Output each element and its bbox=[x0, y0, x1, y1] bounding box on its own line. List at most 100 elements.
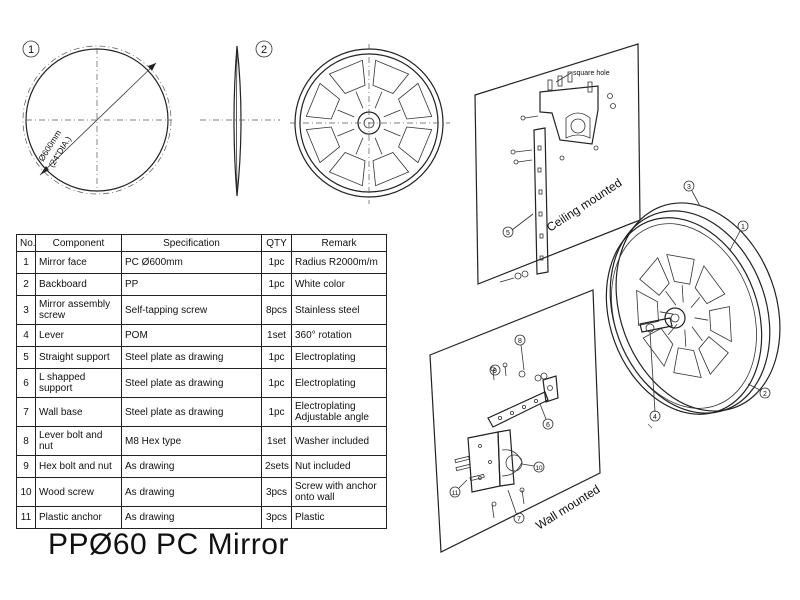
backboard-rib bbox=[690, 296, 701, 309]
callout-1: 1 bbox=[741, 224, 745, 231]
cell-qty: 8pcs bbox=[261, 295, 292, 325]
ceiling-mount-panel: Ceiling mounted square hole 5 bbox=[474, 43, 641, 285]
cell-component: Lever bolt and nut bbox=[35, 426, 122, 456]
backboard-slot bbox=[305, 126, 340, 164]
cell-remark: Screw with anchor onto wall bbox=[291, 477, 387, 507]
backboard-slot bbox=[666, 253, 695, 285]
backboard-rib bbox=[667, 323, 678, 336]
cell-qty: 1set bbox=[261, 324, 292, 347]
cell-specification: PP bbox=[121, 273, 262, 296]
cell-specification: Steel plate as drawing bbox=[121, 346, 262, 369]
cell-qty: 1pc bbox=[261, 368, 292, 398]
cell-component: Mirror face bbox=[35, 251, 122, 274]
header-qty: QTY bbox=[261, 234, 292, 252]
backboard-rib bbox=[383, 109, 401, 118]
parts-table: No. Component Specification QTY Remark 1… bbox=[16, 234, 387, 529]
cell-specification: Steel plate as drawing bbox=[121, 397, 262, 427]
cell-component: L shapped support bbox=[35, 368, 122, 398]
cell-remark: Electroplating bbox=[291, 368, 387, 398]
page-title: PPØ60 PC Mirror bbox=[48, 528, 289, 561]
backboard-slot bbox=[398, 126, 433, 164]
callout-9: 9 bbox=[493, 368, 497, 375]
cell-remark: Nut included bbox=[291, 455, 387, 478]
cell-component: Hex bolt and nut bbox=[35, 455, 122, 478]
cell-no: 9 bbox=[16, 455, 36, 478]
backboard-rib bbox=[337, 109, 355, 118]
callout-6: 6 bbox=[546, 422, 550, 429]
cell-component: Plastic anchor bbox=[35, 506, 122, 529]
cell-no: 5 bbox=[16, 346, 36, 369]
cell-no: 4 bbox=[16, 324, 36, 347]
backboard-rib bbox=[684, 329, 687, 347]
callout-4: 4 bbox=[653, 414, 657, 421]
cell-specification: M8 Hex type bbox=[121, 426, 262, 456]
cell-no: 1 bbox=[16, 251, 36, 274]
backboard-slot bbox=[694, 265, 726, 305]
view-marker-1-circle bbox=[22, 40, 40, 58]
cell-specification: As drawing bbox=[121, 477, 262, 507]
backboard-rib bbox=[681, 285, 684, 303]
cell-no: 6 bbox=[16, 368, 36, 398]
cell-component: Straight support bbox=[35, 346, 122, 369]
backboard-slot bbox=[305, 82, 340, 120]
backboard-view bbox=[290, 44, 450, 204]
cell-specification: As drawing bbox=[121, 455, 262, 478]
backboard-rib bbox=[337, 128, 355, 137]
cell-no: 2 bbox=[16, 273, 36, 296]
cell-remark: Stainless steel bbox=[291, 295, 387, 325]
header-no: No. bbox=[16, 234, 36, 252]
mirror-side-view bbox=[200, 45, 280, 197]
cell-no: 7 bbox=[16, 397, 36, 427]
cell-specification: POM bbox=[121, 324, 262, 347]
cell-qty: 1pc bbox=[261, 251, 292, 274]
backboard-slot bbox=[328, 152, 366, 187]
backboard-slot bbox=[698, 336, 729, 375]
callout-11: 11 bbox=[452, 490, 459, 497]
callout-3: 3 bbox=[687, 184, 691, 191]
cell-component: Wall base bbox=[35, 397, 122, 427]
cell-no: 11 bbox=[16, 506, 36, 529]
cell-component: Wood screw bbox=[35, 477, 122, 507]
cell-remark: Electroplating bbox=[291, 346, 387, 369]
cell-qty: 3pcs bbox=[261, 477, 292, 507]
cell-remark: Electroplating Adjustable angle bbox=[291, 397, 387, 427]
view-marker-2-circle bbox=[255, 40, 273, 58]
cell-component: Mirror assembly screw bbox=[35, 295, 122, 325]
callout-8: 8 bbox=[518, 338, 522, 345]
backboard-slot bbox=[673, 347, 702, 379]
header-remark: Remark bbox=[291, 234, 387, 252]
ceiling-mounted-label: Ceiling mounted bbox=[544, 176, 624, 235]
square-hole-label: square hole bbox=[573, 70, 610, 77]
cell-specification: As drawing bbox=[121, 506, 262, 529]
backboard-rib bbox=[665, 290, 677, 306]
cell-qty: 1pc bbox=[261, 397, 292, 427]
cell-component: Backboard bbox=[35, 273, 122, 296]
backboard-rib bbox=[355, 91, 364, 109]
backboard-slot bbox=[636, 289, 659, 326]
cell-no: 8 bbox=[16, 426, 36, 456]
backboard-rib bbox=[694, 317, 709, 321]
cell-qty: 1set bbox=[261, 426, 292, 456]
cell-no: 10 bbox=[16, 477, 36, 507]
cell-qty: 2sets bbox=[261, 455, 292, 478]
backboard-slot bbox=[372, 59, 410, 94]
table-header-row: No. Component Specification QTY Remark bbox=[16, 234, 387, 252]
cell-remark: 360° rotation bbox=[291, 324, 387, 347]
callout-2: 2 bbox=[763, 391, 767, 398]
backboard-rib bbox=[355, 137, 364, 155]
cell-qty: 1pc bbox=[261, 346, 292, 369]
header-specification: Specification bbox=[121, 234, 262, 252]
cell-remark: White color bbox=[291, 273, 387, 296]
backboard-rib bbox=[374, 137, 383, 155]
cell-remark: Washer included bbox=[291, 426, 387, 456]
